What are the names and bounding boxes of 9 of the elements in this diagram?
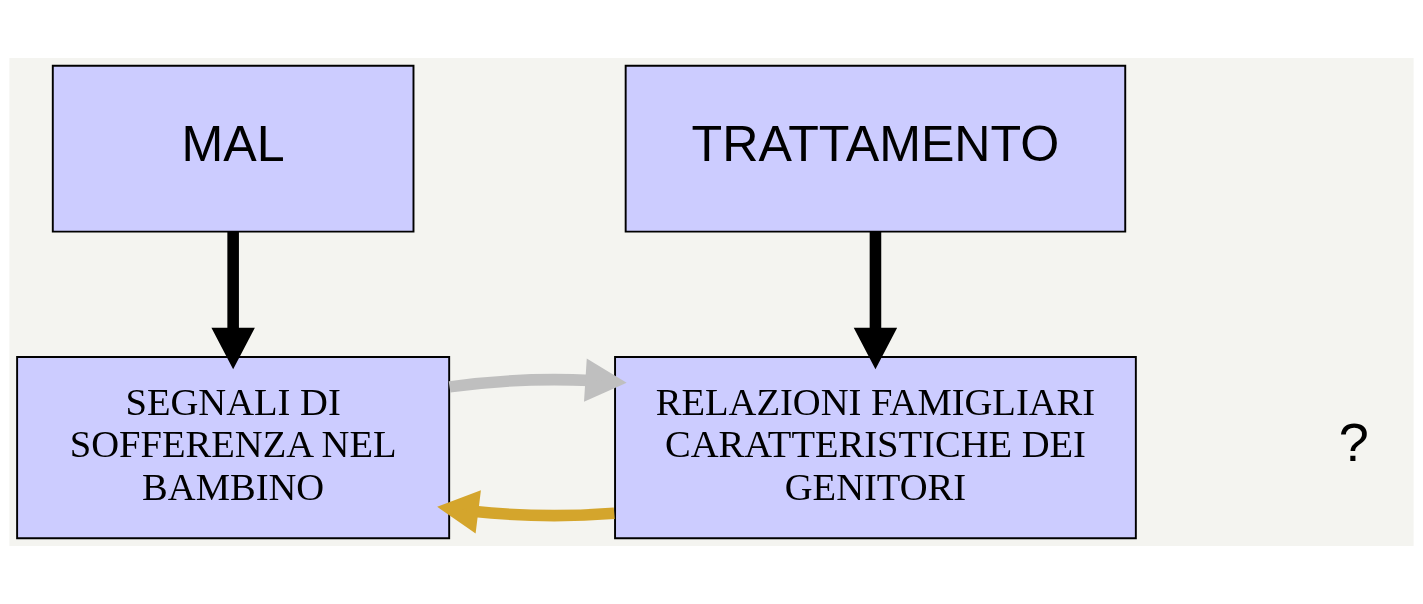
arrow — [448, 358, 627, 402]
node-box: MAL — [51, 64, 415, 233]
arrow — [853, 232, 898, 370]
arrow — [211, 232, 255, 370]
node-box: RELAZIONI FAMIGLIARI CARATTERISTICHE DEI GENITORI — [614, 356, 1137, 540]
arrow — [437, 490, 615, 534]
node-box: TRATTAMENTO — [624, 64, 1127, 233]
node-box: SEGNALI DI SOFFERENZA NEL BAMBINO — [16, 356, 451, 540]
label: ? — [1338, 411, 1369, 472]
